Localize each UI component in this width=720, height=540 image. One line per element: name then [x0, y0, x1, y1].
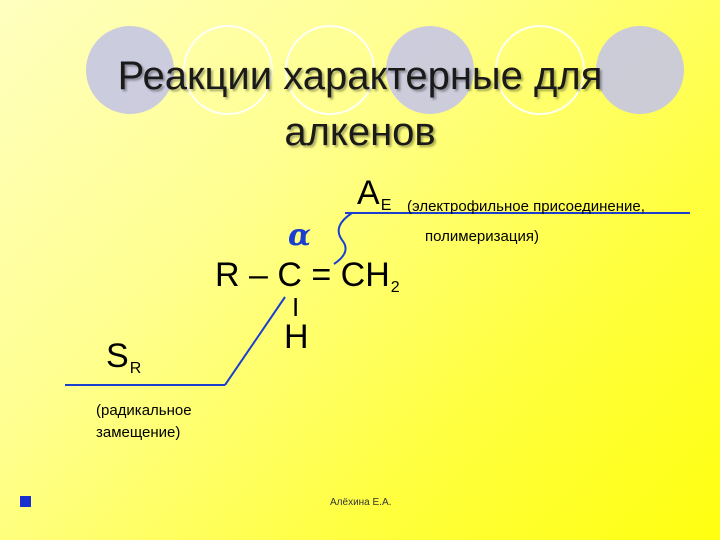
circle-1 — [86, 26, 174, 114]
ae-description-2: полимеризация) — [425, 228, 539, 245]
sr-description-1: (радикальное — [96, 402, 192, 419]
title-line-1: Реакции характерные для — [117, 54, 603, 98]
sr-label: SR — [106, 337, 141, 378]
circle-6 — [596, 26, 684, 114]
title-line-2: алкенов — [284, 110, 436, 154]
ae-description-1: (электрофильное присоединение, — [407, 198, 645, 215]
ae-subscript: E — [380, 197, 392, 214]
formula: R – C = CH2 — [215, 256, 400, 297]
sr-letter: S — [106, 337, 129, 375]
circle-2 — [183, 25, 273, 115]
alpha-symbol: α — [288, 218, 312, 253]
slide-title: Реакции характерные для алкенов — [60, 48, 660, 160]
ae-bracket — [333, 212, 353, 265]
formula-bond: I — [292, 292, 300, 322]
formula-hydrogen: H — [284, 318, 309, 356]
sr-description-2: замещение) — [96, 424, 181, 441]
footer-author: Алёхина Е.А. — [330, 497, 392, 508]
ae-letter: A — [357, 174, 380, 212]
sr-diagonal — [224, 296, 286, 386]
sr-subscript: R — [129, 360, 142, 377]
footer-bullet — [20, 496, 31, 507]
formula-subscript: 2 — [390, 279, 400, 296]
circle-4 — [386, 26, 474, 114]
ae-label: AE — [357, 174, 391, 215]
circle-5 — [495, 25, 585, 115]
circle-3 — [285, 25, 375, 115]
formula-main: R – C = CH — [215, 256, 390, 294]
